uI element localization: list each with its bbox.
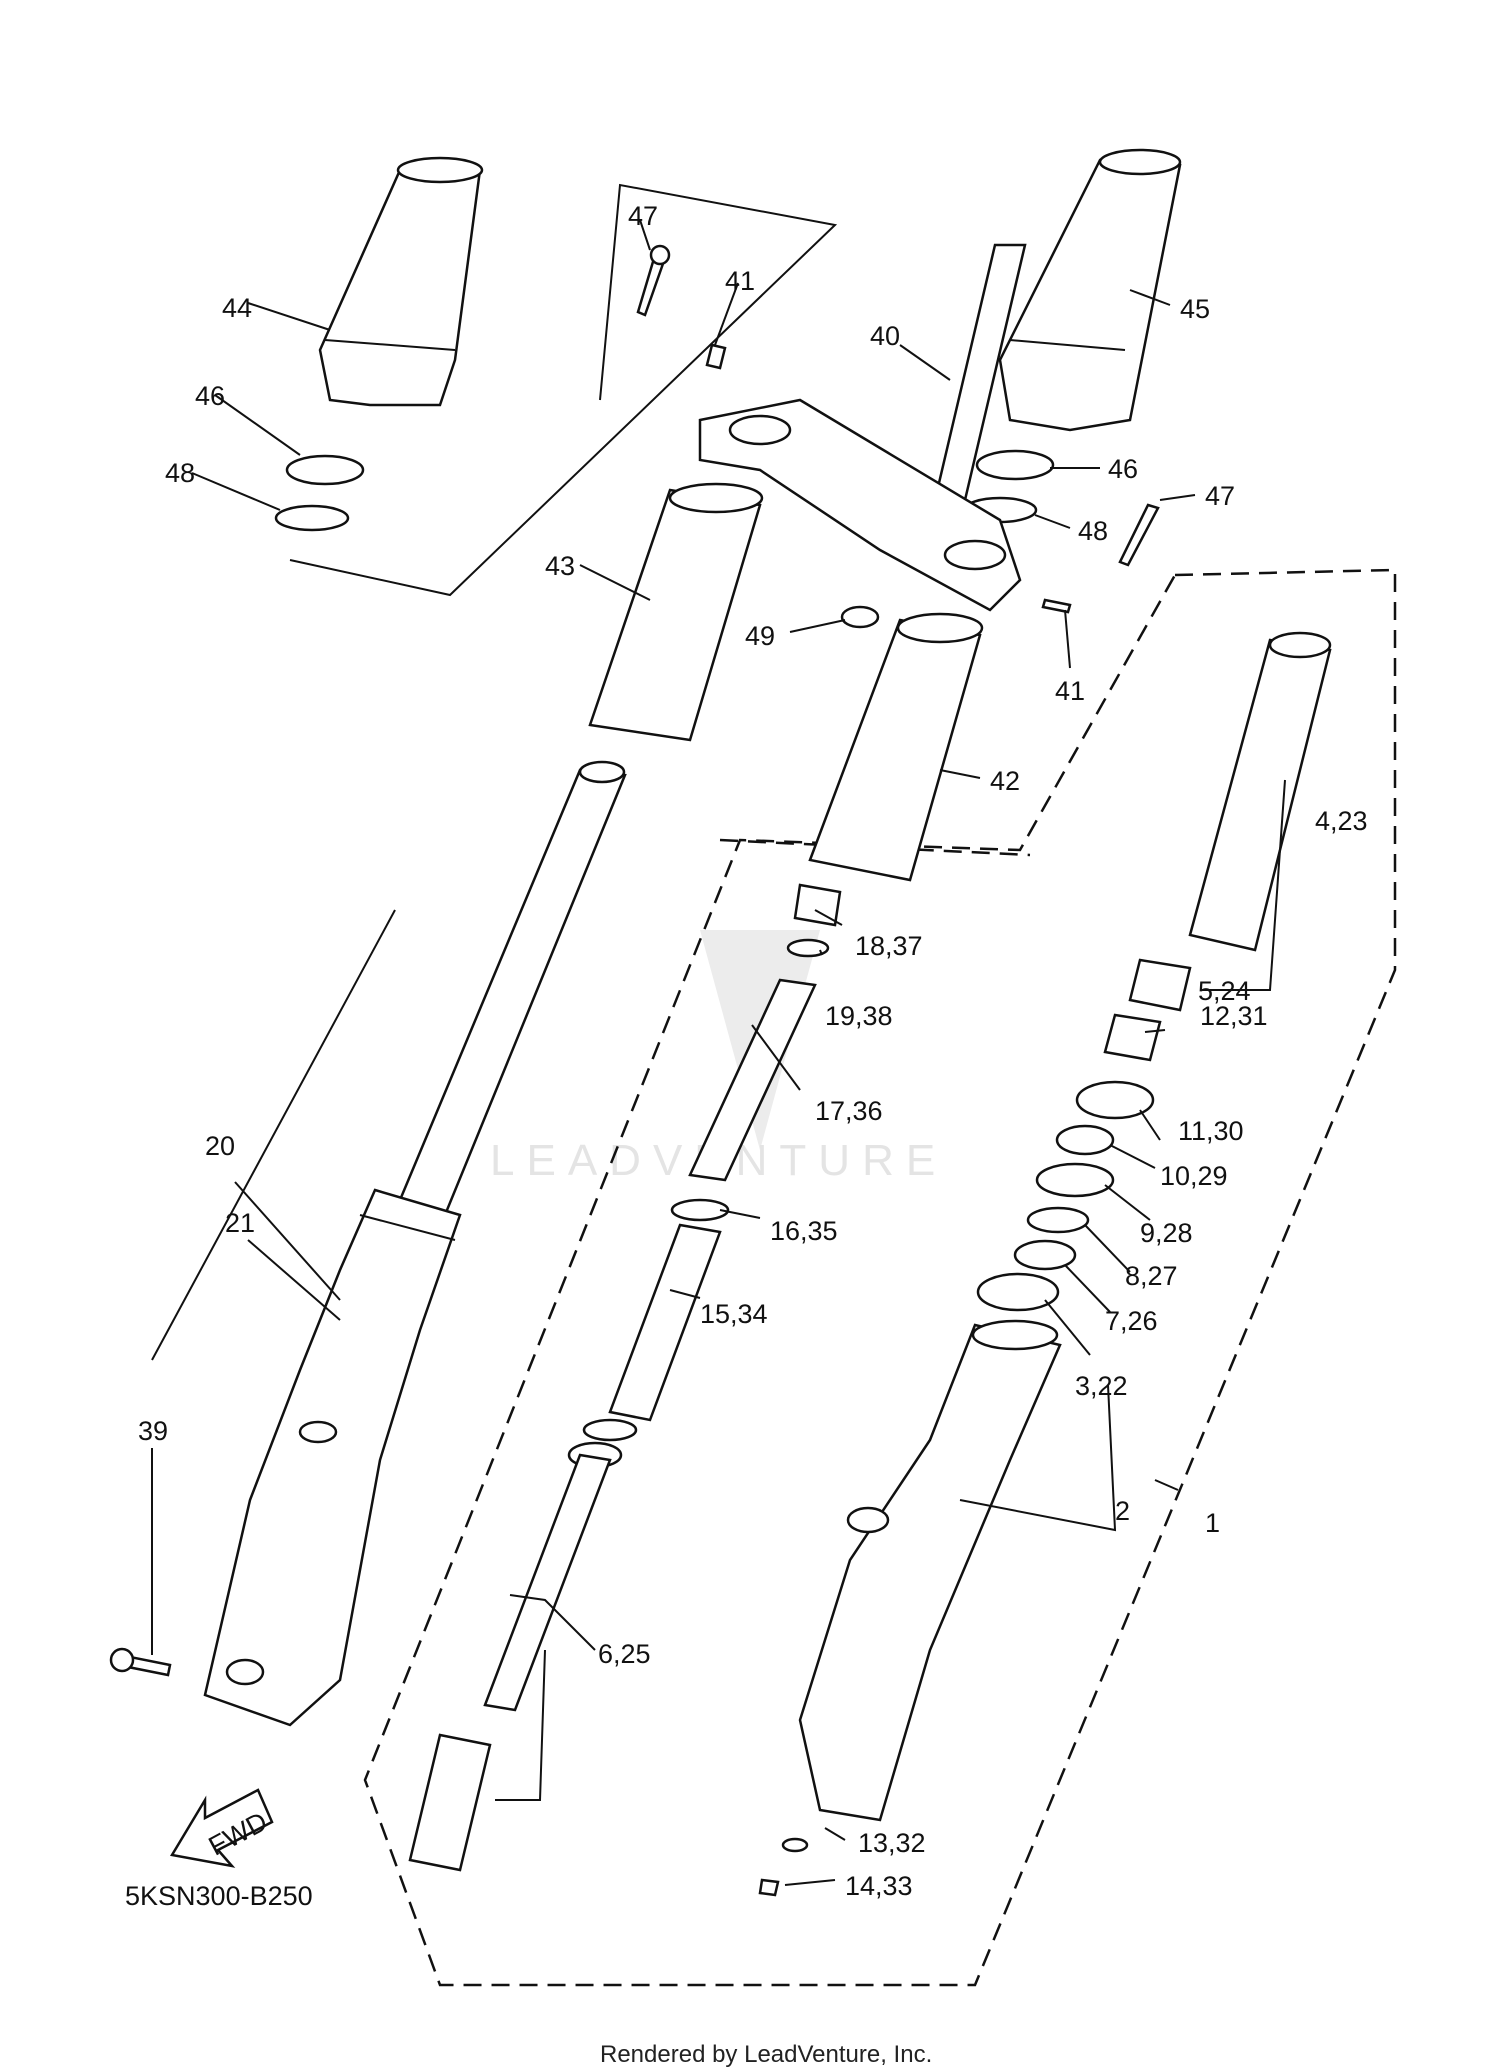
spacer-17 [688, 978, 817, 1182]
ring-3 [976, 1272, 1060, 1312]
callout-13: 13,32 [858, 1828, 926, 1858]
sleeve-42 [808, 612, 984, 882]
callout-47-top: 47 [628, 201, 658, 231]
bush-12 [1103, 1013, 1162, 1062]
callout-48-left: 48 [165, 458, 195, 488]
washer-9 [1035, 1162, 1115, 1198]
oil-seal-11 [1075, 1080, 1155, 1120]
callout-45: 45 [1180, 294, 1210, 324]
callout-16: 16,35 [770, 1216, 838, 1246]
o-ring-19 [786, 938, 830, 958]
callout-14: 14,33 [845, 1871, 913, 1901]
spring-15 [608, 1223, 722, 1422]
callout-20: 20 [205, 1131, 235, 1161]
callout-12: 12,31 [1200, 1001, 1268, 1031]
callout-47-right: 47 [1205, 481, 1235, 511]
under-bracket [698, 398, 1022, 612]
outer-tube-2 [798, 1319, 1062, 1822]
fork-tube-20 [398, 760, 627, 1217]
callout-19: 19,38 [825, 1001, 893, 1031]
bracket-upper-left [289, 183, 838, 597]
callout-40: 40 [870, 321, 900, 351]
nut-49 [840, 605, 880, 629]
callout-7: 7,26 [1105, 1306, 1158, 1336]
inner-tube-4 [1188, 631, 1332, 952]
callout-46-right: 46 [1108, 454, 1138, 484]
bolt-41-left [705, 343, 727, 370]
callout-41-top: 41 [725, 266, 755, 296]
callout-labels: 1 2 3,22 4,23 5,24 6,25 7,26 8,27 9,28 1… [138, 201, 1368, 1901]
callout-43: 43 [545, 551, 575, 581]
callout-4: 4,23 [1315, 806, 1368, 836]
bolt-41-right [1041, 598, 1072, 614]
outer-tube-21 [203, 1188, 462, 1727]
callout-42: 42 [990, 766, 1020, 796]
callout-39: 39 [138, 1416, 168, 1446]
dust-seal-8 [1026, 1206, 1090, 1234]
callout-15: 15,34 [700, 1299, 768, 1329]
callout-8: 8,27 [1125, 1261, 1178, 1291]
leader-lines [151, 219, 1286, 1886]
nut-46-right [975, 449, 1055, 481]
fork-cover-45 [998, 148, 1182, 432]
callout-48-right: 48 [1078, 516, 1108, 546]
callout-41-right: 41 [1055, 676, 1085, 706]
washer-16 [670, 1198, 730, 1222]
bolt-14 [758, 1878, 780, 1897]
callout-2: 2 [1115, 1496, 1130, 1526]
callout-18: 18,37 [855, 931, 923, 961]
fork-cover-44 [318, 156, 484, 407]
cap-bolt-18 [793, 883, 842, 927]
callout-17: 17,36 [815, 1096, 883, 1126]
rebound-spring [408, 1733, 492, 1872]
callout-6: 6,25 [598, 1639, 651, 1669]
callout-21: 21 [225, 1208, 255, 1238]
callout-49: 49 [745, 621, 775, 651]
bush-5 [1128, 958, 1192, 1012]
damper-rod-6 [483, 1453, 612, 1712]
washer-48-left [274, 504, 350, 532]
callout-10: 10,29 [1160, 1161, 1228, 1191]
washer-13 [781, 1837, 809, 1853]
assembly-1-dashed-outline [363, 568, 1397, 1987]
callout-5: 5,24 [1198, 976, 1251, 1006]
nut-46-left [285, 454, 365, 486]
callout-11: 11,30 [1178, 1116, 1244, 1146]
callout-1: 1 [1205, 1508, 1220, 1538]
bolt-47-right [1118, 503, 1160, 567]
footer-credit: Rendered by LeadVenture, Inc. [600, 2041, 932, 2068]
ring-a [582, 1418, 638, 1442]
callout-9: 9,28 [1140, 1218, 1193, 1248]
callout-44: 44 [222, 293, 252, 323]
clip-10 [1055, 1124, 1115, 1156]
sleeve-43 [588, 482, 764, 742]
washer-7 [1013, 1239, 1077, 1271]
fwd-arrow-icon: FWD [169, 1788, 274, 1868]
diagram-code: 5KSN300-B250 [125, 1881, 313, 1911]
callout-46-left: 46 [195, 381, 225, 411]
callout-3: 3,22 [1075, 1371, 1128, 1401]
